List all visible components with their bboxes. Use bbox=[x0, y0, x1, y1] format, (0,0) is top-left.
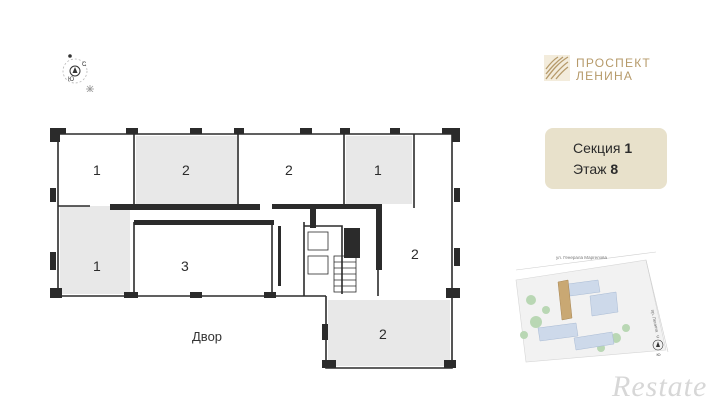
compass-icon: С Ю bbox=[62, 54, 94, 92]
street-right-label: пр. Ленина bbox=[650, 309, 660, 333]
apartment-2-top-b-label: 2 bbox=[285, 162, 293, 178]
site-compass-south: Ю bbox=[657, 352, 661, 357]
apartment-3-label: 3 bbox=[181, 258, 189, 274]
floor-row: Этаж 8 bbox=[573, 161, 618, 177]
street-top-label: ул. Генерала Маргелова bbox=[556, 255, 608, 260]
site-map: ул. Генерала Маргелова пр. Ленина С Ю bbox=[506, 240, 676, 365]
apartment-2-right[interactable] bbox=[380, 212, 450, 294]
section-label: Секция bbox=[573, 140, 621, 156]
current-section-building bbox=[557, 279, 573, 321]
apartment-2-top-a[interactable] bbox=[136, 136, 237, 204]
leaf-logo-icon bbox=[544, 55, 570, 81]
apartment-1-left-label: 1 bbox=[93, 258, 101, 274]
compass-south-letter: Ю bbox=[68, 77, 74, 83]
courtyard-label: Двор bbox=[192, 329, 223, 344]
site-compass-north: С bbox=[657, 334, 660, 339]
floor-plan: 1 2 2 1 1 3 2 2 bbox=[50, 128, 460, 369]
section-row: Секция 1 bbox=[573, 140, 632, 156]
apartment-1-top-left[interactable] bbox=[60, 136, 133, 204]
apartment-2-bottom-label: 2 bbox=[379, 326, 387, 342]
apartment-1-top-right-label: 1 bbox=[374, 162, 382, 178]
section-value: 1 bbox=[624, 140, 633, 156]
section-floor-badge: Секция 1 Этаж 8 bbox=[545, 128, 667, 189]
apartment-2-right-label: 2 bbox=[411, 246, 419, 262]
brand-logo: ПРОСПЕКТ ЛЕНИНА bbox=[544, 55, 684, 87]
apartment-2-bottom[interactable] bbox=[328, 300, 450, 366]
brand-line-2: ЛЕНИНА bbox=[576, 69, 634, 83]
apartment-2-top-a-label: 2 bbox=[182, 162, 190, 178]
apartment-3[interactable] bbox=[136, 226, 270, 294]
apartment-1-top-left-label: 1 bbox=[93, 162, 101, 178]
compass-north-letter: С bbox=[82, 62, 87, 68]
apartment-1-left[interactable] bbox=[60, 206, 130, 294]
floor-value: 8 bbox=[610, 161, 619, 177]
brand-line-1: ПРОСПЕКТ bbox=[576, 56, 651, 70]
watermark: Restate bbox=[612, 370, 708, 403]
floor-label: Этаж bbox=[573, 161, 607, 177]
brand-name: ПРОСПЕКТ ЛЕНИНА bbox=[576, 57, 651, 83]
apartment-1-top-right[interactable] bbox=[346, 136, 412, 204]
apartment-2-top-b[interactable] bbox=[240, 136, 343, 204]
